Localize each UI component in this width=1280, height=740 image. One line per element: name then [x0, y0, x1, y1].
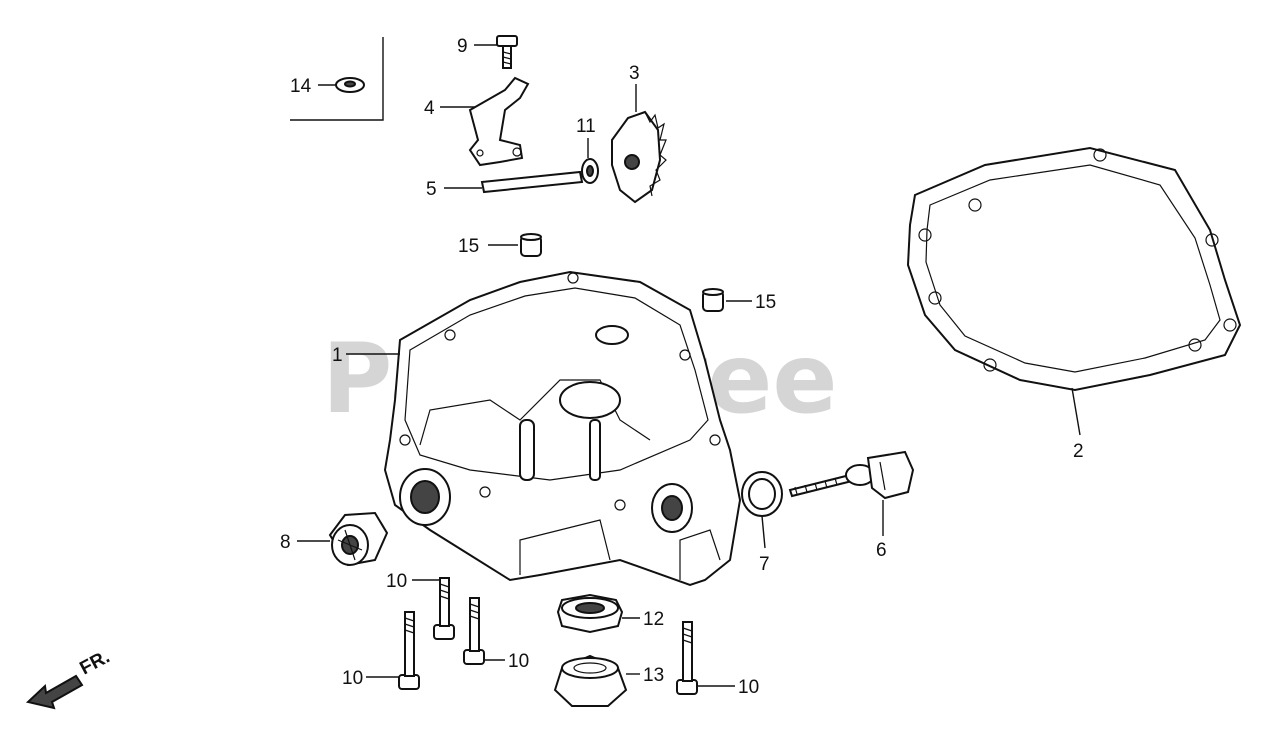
part-3-governor-gear[interactable] — [611, 110, 667, 204]
callout-11: 12 — [643, 609, 664, 630]
inset-bracket — [290, 37, 384, 121]
part-10-bolt-b[interactable] — [463, 597, 485, 665]
front-direction-label: FR. — [76, 647, 113, 680]
part-10-bolt-a[interactable] — [433, 577, 455, 640]
callout-10b: 10 — [508, 651, 529, 672]
part-15-dowel-right[interactable] — [702, 288, 724, 312]
part-7-seal-ring[interactable] — [741, 471, 783, 517]
part-8-bearing[interactable] — [328, 511, 389, 567]
front-direction-arrow — [25, 674, 84, 710]
callout-10d: 10 — [738, 677, 759, 698]
callout-4: 4 — [424, 98, 435, 119]
callout-12: 13 — [643, 665, 664, 686]
callout-15b: 15 — [755, 292, 776, 313]
callout-15a: 15 — [458, 236, 479, 257]
callout-2: 2 — [1073, 441, 1084, 462]
part-13-washer[interactable] — [581, 158, 599, 184]
callout-7: 7 — [759, 554, 770, 575]
leader-7 — [761, 515, 766, 549]
callout-6: 6 — [876, 540, 887, 561]
part-10-bolt-d[interactable] — [676, 621, 698, 695]
part-6-oil-filler-cap[interactable] — [788, 450, 915, 500]
callout-10c: 10 — [342, 668, 363, 689]
callout-5: 5 — [426, 179, 437, 200]
callout-1: 1 — [332, 345, 343, 366]
part-2-gasket[interactable] — [906, 146, 1242, 392]
part-9-bolt[interactable] — [496, 35, 518, 69]
callout-8: 8 — [280, 532, 291, 553]
part-14-washer[interactable] — [335, 77, 365, 93]
part-10-bolt-c[interactable] — [398, 611, 420, 690]
callout-9: 9 — [457, 36, 468, 57]
part-15-dowel-left[interactable] — [520, 233, 542, 257]
leader-2 — [1071, 387, 1081, 436]
callout-3: 3 — [629, 63, 640, 84]
part-12-seal-cap[interactable] — [553, 654, 628, 707]
callout-14: 14 — [290, 76, 312, 97]
callout-10a: 10 — [386, 571, 407, 592]
part-4-bracket[interactable] — [468, 76, 530, 167]
callout-13: 11 — [576, 116, 596, 137]
part-11-oil-seal[interactable] — [556, 593, 624, 634]
part-5-shaft[interactable] — [480, 170, 584, 194]
part-1-crankcase-cover[interactable] — [383, 270, 742, 587]
